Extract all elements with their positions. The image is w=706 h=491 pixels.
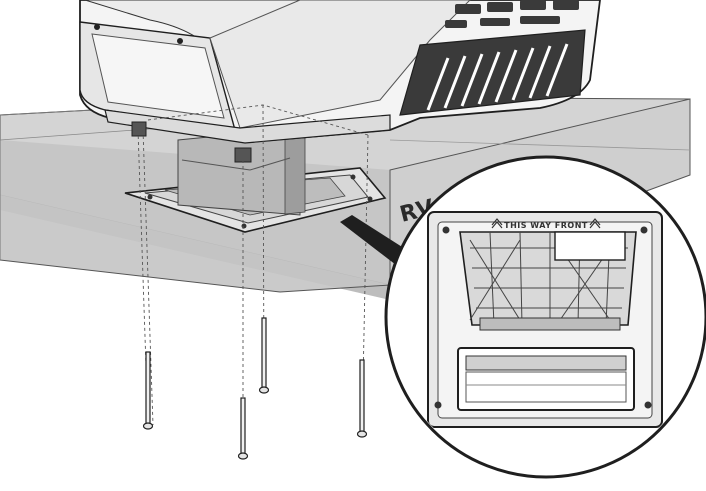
front-arrow-icon-left [491, 218, 503, 229]
detail-callout: THIS WAY FRONT [384, 155, 706, 479]
bolt-2 [237, 397, 249, 460]
grille-slats [426, 43, 569, 111]
front-arrow-icon-right [589, 218, 601, 229]
bolt-1 [142, 351, 154, 430]
plate-marking: THIS WAY FRONT [504, 221, 588, 230]
top-vents [445, 0, 579, 28]
bolt-3 [258, 317, 270, 394]
duct-column [177, 127, 306, 216]
mounting-bolts [142, 317, 368, 460]
bolt-4 [356, 359, 368, 438]
callout-pointer [340, 215, 410, 268]
ac-unit [79, 0, 601, 163]
